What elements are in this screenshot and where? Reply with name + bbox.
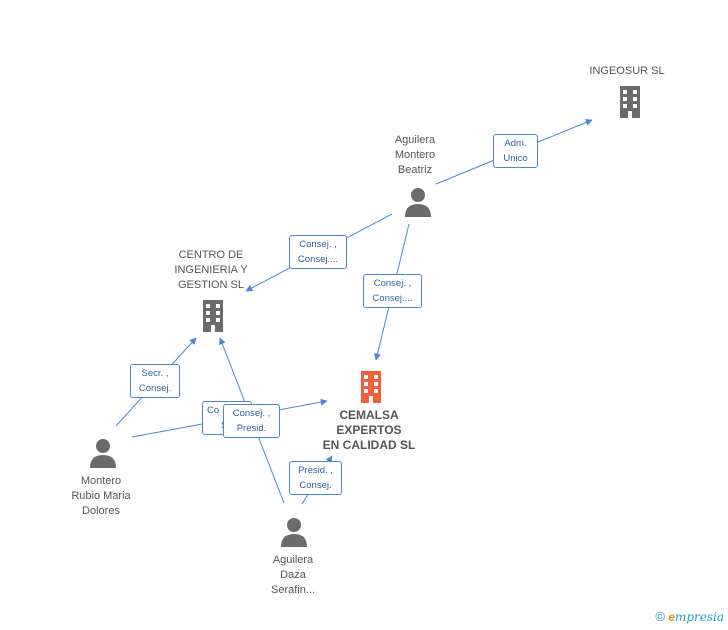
- logo-e: e: [668, 610, 675, 624]
- logo-text: mpresia: [674, 610, 724, 624]
- name-line: EN CALIDAD SL: [322, 438, 416, 452]
- edge-label-line: Consej....: [372, 293, 413, 304]
- edge-label-line: Secr. ,: [141, 368, 169, 379]
- name-line: Beatriz: [397, 164, 433, 176]
- node-montero-rubio-label[interactable]: Montero Rubio Maria Dolores: [55, 474, 147, 519]
- edge-label-line: Consej.: [138, 383, 172, 394]
- name-line: Rubio Maria: [71, 490, 131, 502]
- edge-label-line: Co: [207, 405, 220, 416]
- node-centro-label[interactable]: CENTRO DE INGENIERIA Y GESTION SL: [165, 248, 257, 293]
- edge-label-line: Consej.: [299, 480, 332, 491]
- name-line: CENTRO DE: [178, 249, 244, 261]
- edge-label-line: Consej. ,: [232, 408, 271, 419]
- person-icon[interactable]: [279, 517, 309, 547]
- edge-label-line: Unico: [503, 153, 528, 164]
- edge-label-line: Consej. ,: [373, 278, 412, 289]
- node-cemalsa-label[interactable]: CEMALSA EXPERTOS EN CALIDAD SL: [316, 408, 422, 453]
- copyright-icon: ©: [655, 609, 665, 624]
- name-line: Serafin...: [270, 584, 316, 596]
- name-line: INGENIERIA Y: [174, 264, 248, 276]
- name-line: GESTION SL: [177, 279, 245, 291]
- company-building-main-icon[interactable]: [355, 369, 387, 403]
- node-aguilera-montero-label[interactable]: Aguilera Montero Beatriz: [370, 133, 460, 178]
- name-line: EXPERTOS: [336, 423, 402, 437]
- name-line: Montero: [80, 475, 122, 487]
- name-line: CEMALSA: [339, 408, 399, 422]
- company-building-icon[interactable]: [614, 84, 646, 118]
- edge-label-line: Consej....: [297, 254, 339, 265]
- name-line: Daza: [280, 569, 306, 581]
- edge-label-line: Adm.: [504, 138, 527, 149]
- node-ingeosur-label[interactable]: INGEOSUR SL: [589, 65, 665, 77]
- person-icon[interactable]: [403, 187, 433, 217]
- company-building-icon[interactable]: [197, 298, 229, 332]
- edge-label-secr-consej[interactable]: Secr. , Consej.: [130, 364, 180, 398]
- node-aguilera-daza-label[interactable]: Aguilera Daza Serafin...: [248, 553, 338, 598]
- empresia-logo: © empresia: [655, 609, 724, 624]
- edge-label-presid-consej[interactable]: Presid. , Consej.: [289, 461, 342, 495]
- edge-label-consej-cemalsa[interactable]: Consej. , Consej....: [363, 274, 422, 308]
- edge-label-line: Presid.: [236, 423, 267, 434]
- edge-label-consej-presid[interactable]: Consej. , Presid.: [223, 404, 280, 438]
- name-line: Montero: [394, 149, 436, 161]
- name-line: Aguilera: [272, 554, 314, 566]
- name-line: Dolores: [82, 505, 120, 517]
- edge-label-adm-unico[interactable]: Adm. Unico: [493, 134, 538, 168]
- edge-label-line: Presid. ,: [298, 465, 333, 476]
- edge-label-consej-centro[interactable]: Consej. , Consej....: [289, 235, 347, 269]
- name-line: Aguilera: [394, 134, 436, 146]
- person-icon[interactable]: [88, 438, 118, 468]
- edge-label-line: Consej. ,: [299, 239, 337, 250]
